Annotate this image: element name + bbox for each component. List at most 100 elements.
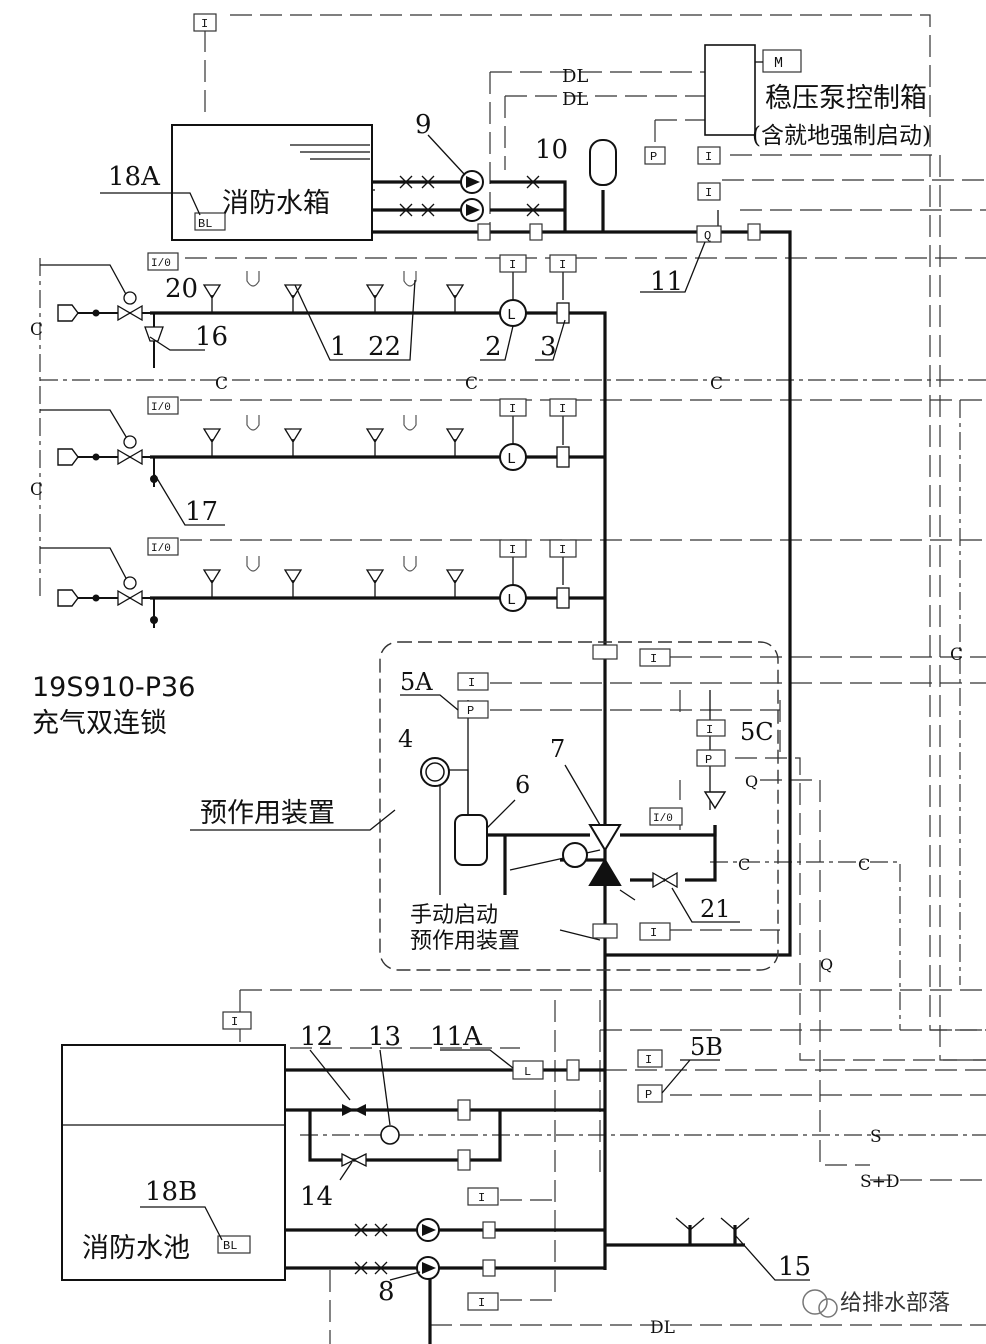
callout-5A: 5A (400, 668, 433, 696)
fire-pool: BL 消防水池 18B I (61, 1011, 286, 1281)
fire-water-tank: BL 消防水箱 18A (100, 124, 373, 241)
signal-box-top: I (705, 150, 712, 164)
test-valve-dot (92, 594, 100, 602)
row-callouts: 20 16 1 22 2 3 17 C C C C C C (30, 274, 963, 665)
test-valve-dot (92, 309, 100, 317)
pipes (150, 180, 792, 1344)
signal-box-label: I (559, 258, 566, 272)
callout-12: 12 (300, 1022, 333, 1052)
fire-pumps: I I 8 DL (354, 1187, 675, 1338)
signal-box-tank: I (201, 17, 208, 31)
solenoid-valve (117, 304, 143, 322)
pressure-switch-top: P (650, 150, 657, 164)
io-box-label: I/0 (151, 402, 171, 414)
callout-4: 4 (398, 725, 413, 753)
caption-subtitle: 充气双连锁 (32, 708, 167, 739)
callout-20: 20 (165, 274, 198, 304)
signal-box (549, 398, 577, 417)
io-box-label: I/0 (151, 258, 171, 270)
caption: 19S910-P36 充气双连锁 (32, 670, 195, 742)
signal-box (499, 254, 527, 273)
signal-box (549, 539, 577, 558)
flow-indicator-label: L (507, 451, 516, 468)
callout-5C: 5C (740, 718, 774, 746)
instrument-boxes-top: P I I I Q 11 DL DL (193, 13, 761, 297)
detector (246, 556, 260, 572)
dl-label-1: DL (562, 66, 588, 87)
control-box-note: (含就地强制启动) (752, 123, 931, 149)
signal-box-pump-2: I (478, 1296, 485, 1310)
io-box-pre: I/0 (653, 813, 673, 825)
watermark-text: 给排水部落 (840, 1291, 950, 1316)
detector (246, 415, 260, 431)
callout-1: 1 (330, 332, 347, 362)
callout-15: 15 (778, 1252, 811, 1282)
sprinkler-head (445, 569, 465, 598)
io-box (147, 252, 179, 271)
drain-valve (150, 616, 158, 624)
watermark: 给排水部落 (802, 1289, 950, 1318)
q-label-pre: Q (745, 772, 758, 791)
flow-switch-label: Q (704, 229, 711, 243)
signal-box-5B: I (645, 1053, 652, 1067)
flow-indicator-label: L (507, 592, 516, 609)
flow-indicator-label: L (507, 307, 516, 324)
preaction-label: 预作用装置 (200, 798, 335, 829)
sprinkler-head (445, 284, 465, 313)
gauge (123, 576, 137, 590)
test-outlet (57, 448, 79, 466)
callout-14: 14 (300, 1182, 333, 1212)
signal-box-label: I (559, 402, 566, 416)
signal-valve (556, 587, 570, 609)
q-label-vert: Q (820, 955, 833, 974)
signal-box-pre-1: I (650, 652, 657, 666)
signal-box-label: I (509, 402, 516, 416)
callout-18A: 18A (108, 162, 161, 192)
sprinkler-head (365, 569, 385, 598)
detector (246, 271, 260, 287)
solenoid-valve (117, 589, 143, 607)
fire-pool-label: 消防水池 (82, 1233, 190, 1264)
c-label-1: C (215, 374, 228, 394)
signal-valve (556, 302, 570, 324)
flow-meter-label: L (524, 1065, 531, 1079)
signal-box-label: I (559, 543, 566, 557)
callout-8: 8 (378, 1277, 395, 1307)
signal-valve (556, 446, 570, 468)
pump-adapter-15: 15 (675, 1217, 811, 1282)
sprinkler-head (283, 569, 303, 598)
sprinkler-head (202, 284, 222, 313)
callout-6: 6 (515, 771, 530, 799)
gauge (123, 435, 137, 449)
caption-code: 19S910-P36 (32, 672, 196, 703)
detector (403, 271, 417, 287)
gauge (123, 291, 137, 305)
signal-box-5A: I (468, 676, 475, 690)
control-box-label: 稳压泵控制箱 (765, 83, 927, 114)
flow-indicator (499, 584, 527, 612)
signal-lines (39, 14, 986, 1344)
signal-box (499, 398, 527, 417)
motor-label: M (774, 55, 783, 72)
drain-cup (144, 326, 164, 342)
dl-label-2: DL (562, 89, 588, 110)
signal-box (549, 254, 577, 273)
detector (403, 556, 417, 572)
callout-13: 13 (368, 1022, 401, 1052)
test-valves: L 12 13 11A 14 I P 5B S S+D (300, 1022, 900, 1212)
branch-row: I/0L I I (57, 396, 577, 487)
signal-box-label: I (509, 543, 516, 557)
io-box (147, 396, 179, 415)
solenoid-valve (117, 448, 143, 466)
callout-9: 9 (415, 110, 432, 140)
sd-label: S+D (860, 1172, 900, 1192)
callout-10: 10 (535, 135, 568, 165)
callout-2: 2 (485, 332, 502, 362)
sprinkler-head (445, 428, 465, 457)
s-label: S (870, 1127, 882, 1147)
signal-box-pool: I (231, 1015, 238, 1029)
